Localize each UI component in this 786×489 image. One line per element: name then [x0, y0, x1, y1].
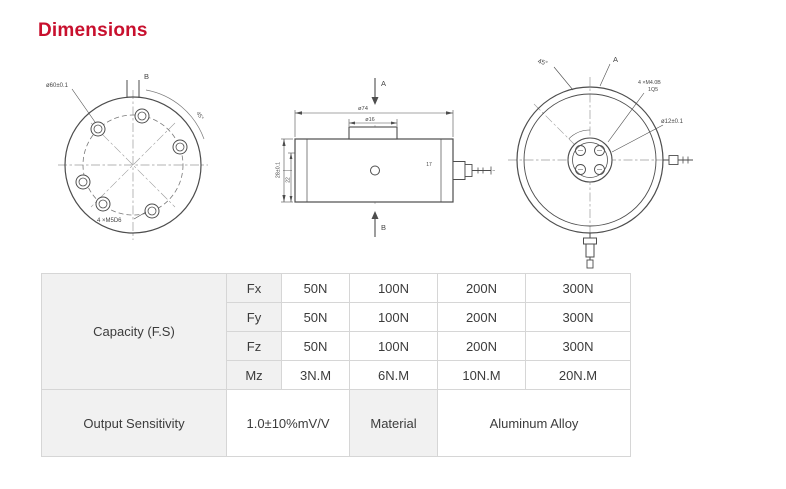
center-hole	[370, 165, 380, 176]
front-section-b-label: B	[144, 72, 149, 81]
front-outer-circle	[64, 96, 202, 234]
param-cell-fz: Fz	[226, 331, 282, 361]
value-cell: 50N	[281, 302, 350, 332]
section-a-arrowhead	[371, 97, 379, 105]
output-sensitivity-value-cell: 1.0±10%mV/V	[226, 389, 350, 457]
value-cell: 200N	[437, 331, 526, 361]
front-bolt-circle	[82, 114, 184, 216]
value-cell: 3N.M	[281, 360, 350, 390]
back-holes-note-line1: 4 ×M4.0B	[638, 80, 661, 86]
dim-arrowhead	[282, 195, 286, 202]
param-cell-mz: Mz	[226, 360, 282, 390]
back-holes-note-line2: 1Q5	[648, 87, 658, 93]
section-a-marker-label: A	[381, 79, 386, 88]
side-cable-connector	[452, 161, 492, 180]
value-cell: 200N	[437, 302, 526, 332]
center-boss-outline	[348, 126, 398, 140]
value-cell: 20N.M	[525, 360, 631, 390]
bottom-plug-connector	[583, 233, 597, 269]
leader-line	[133, 211, 147, 220]
section-b-marker-label: B	[381, 223, 386, 232]
back-diameter-label: ø12±0.1	[661, 119, 684, 125]
table-row: Output Sensitivity 1.0±10%mV/V Material …	[41, 389, 631, 457]
back-inner-circle	[523, 93, 657, 227]
side-inner-height-dim-label: 22	[286, 177, 292, 183]
value-cell: 6N.M	[349, 360, 438, 390]
leader-line	[71, 88, 96, 123]
leader-line	[553, 66, 574, 91]
side-connector-stub	[663, 155, 693, 165]
value-cell: 10N.M	[437, 360, 526, 390]
back-view-a-label: A	[613, 55, 618, 64]
value-cell: 100N	[349, 302, 438, 332]
side-boss-diameter-label: ø16	[365, 117, 374, 123]
section-b-arrowhead	[371, 211, 379, 219]
technical-drawings: B 45° ø60±0.1 4 ×M5D6 A	[46, 55, 693, 269]
value-cell: 100N	[349, 331, 438, 361]
back-angle-label: 45°	[537, 57, 549, 68]
material-label-cell: Material	[349, 389, 438, 457]
front-diagonal-centerline	[90, 122, 176, 208]
value-cell: 50N	[281, 331, 350, 361]
front-angle-label: 45°	[195, 111, 205, 121]
dim-arrowhead	[295, 111, 302, 115]
value-cell: 200N	[437, 273, 526, 303]
back-view-drawing: 45° A 4 ×M4.0B 1Q5 ø12±0.1	[508, 55, 693, 269]
back-angle-arc	[568, 129, 591, 140]
dim-arrowhead	[289, 196, 293, 202]
side-height-dim-label: 28±0.1	[276, 162, 282, 178]
table-row: Mz 3N.M 6N.M 10N.M 20N.M	[42, 360, 631, 390]
dim-arrowhead	[349, 121, 355, 125]
value-cell: 50N	[281, 273, 350, 303]
value-cell: 300N	[525, 302, 631, 332]
connector-pin-cluster	[567, 137, 613, 183]
table-row: Capacity (F.S) Fx 50N 100N 200N 300N	[41, 273, 631, 390]
side-outer-diameter-label: ø74	[358, 106, 369, 112]
dim-arrowhead	[289, 153, 293, 159]
value-cell: 300N	[525, 331, 631, 361]
value-cell: 300N	[525, 273, 631, 303]
param-cell-fx: Fx	[226, 273, 282, 303]
param-cell-fy: Fy	[226, 302, 282, 332]
leader-line	[599, 63, 611, 87]
material-value-cell: Aluminum Alloy	[437, 389, 631, 457]
front-diameter-dim-label: ø60±0.1	[46, 83, 69, 89]
side-inner-width-label: 17	[426, 162, 432, 168]
front-view-drawing: B 45° ø60±0.1 4 ×M5D6	[46, 72, 208, 240]
side-view-drawing: A B ø74 ø16 28±0.1	[276, 78, 497, 237]
table-row: Fy 50N 100N 200N 300N	[42, 302, 631, 332]
dim-arrowhead	[446, 111, 453, 115]
front-diagonal-centerline	[90, 122, 176, 208]
capacity-label-cell: Capacity (F.S)	[41, 273, 227, 390]
front-bolt-holes	[75, 108, 188, 219]
spec-table: Capacity (F.S) Fx 50N 100N 200N 300N Fy …	[41, 273, 631, 457]
dim-arrowhead	[282, 139, 286, 146]
value-cell: 100N	[349, 273, 438, 303]
front-angle-arc	[145, 89, 205, 140]
leader-line	[607, 92, 645, 143]
front-holes-note: 4 ×M5D6	[97, 218, 122, 224]
sensor-body-outline	[294, 138, 454, 203]
leader-line	[611, 124, 664, 153]
page-title: Dimensions	[38, 20, 148, 41]
output-sensitivity-label-cell: Output Sensitivity	[41, 389, 227, 457]
dim-arrowhead	[391, 121, 397, 125]
